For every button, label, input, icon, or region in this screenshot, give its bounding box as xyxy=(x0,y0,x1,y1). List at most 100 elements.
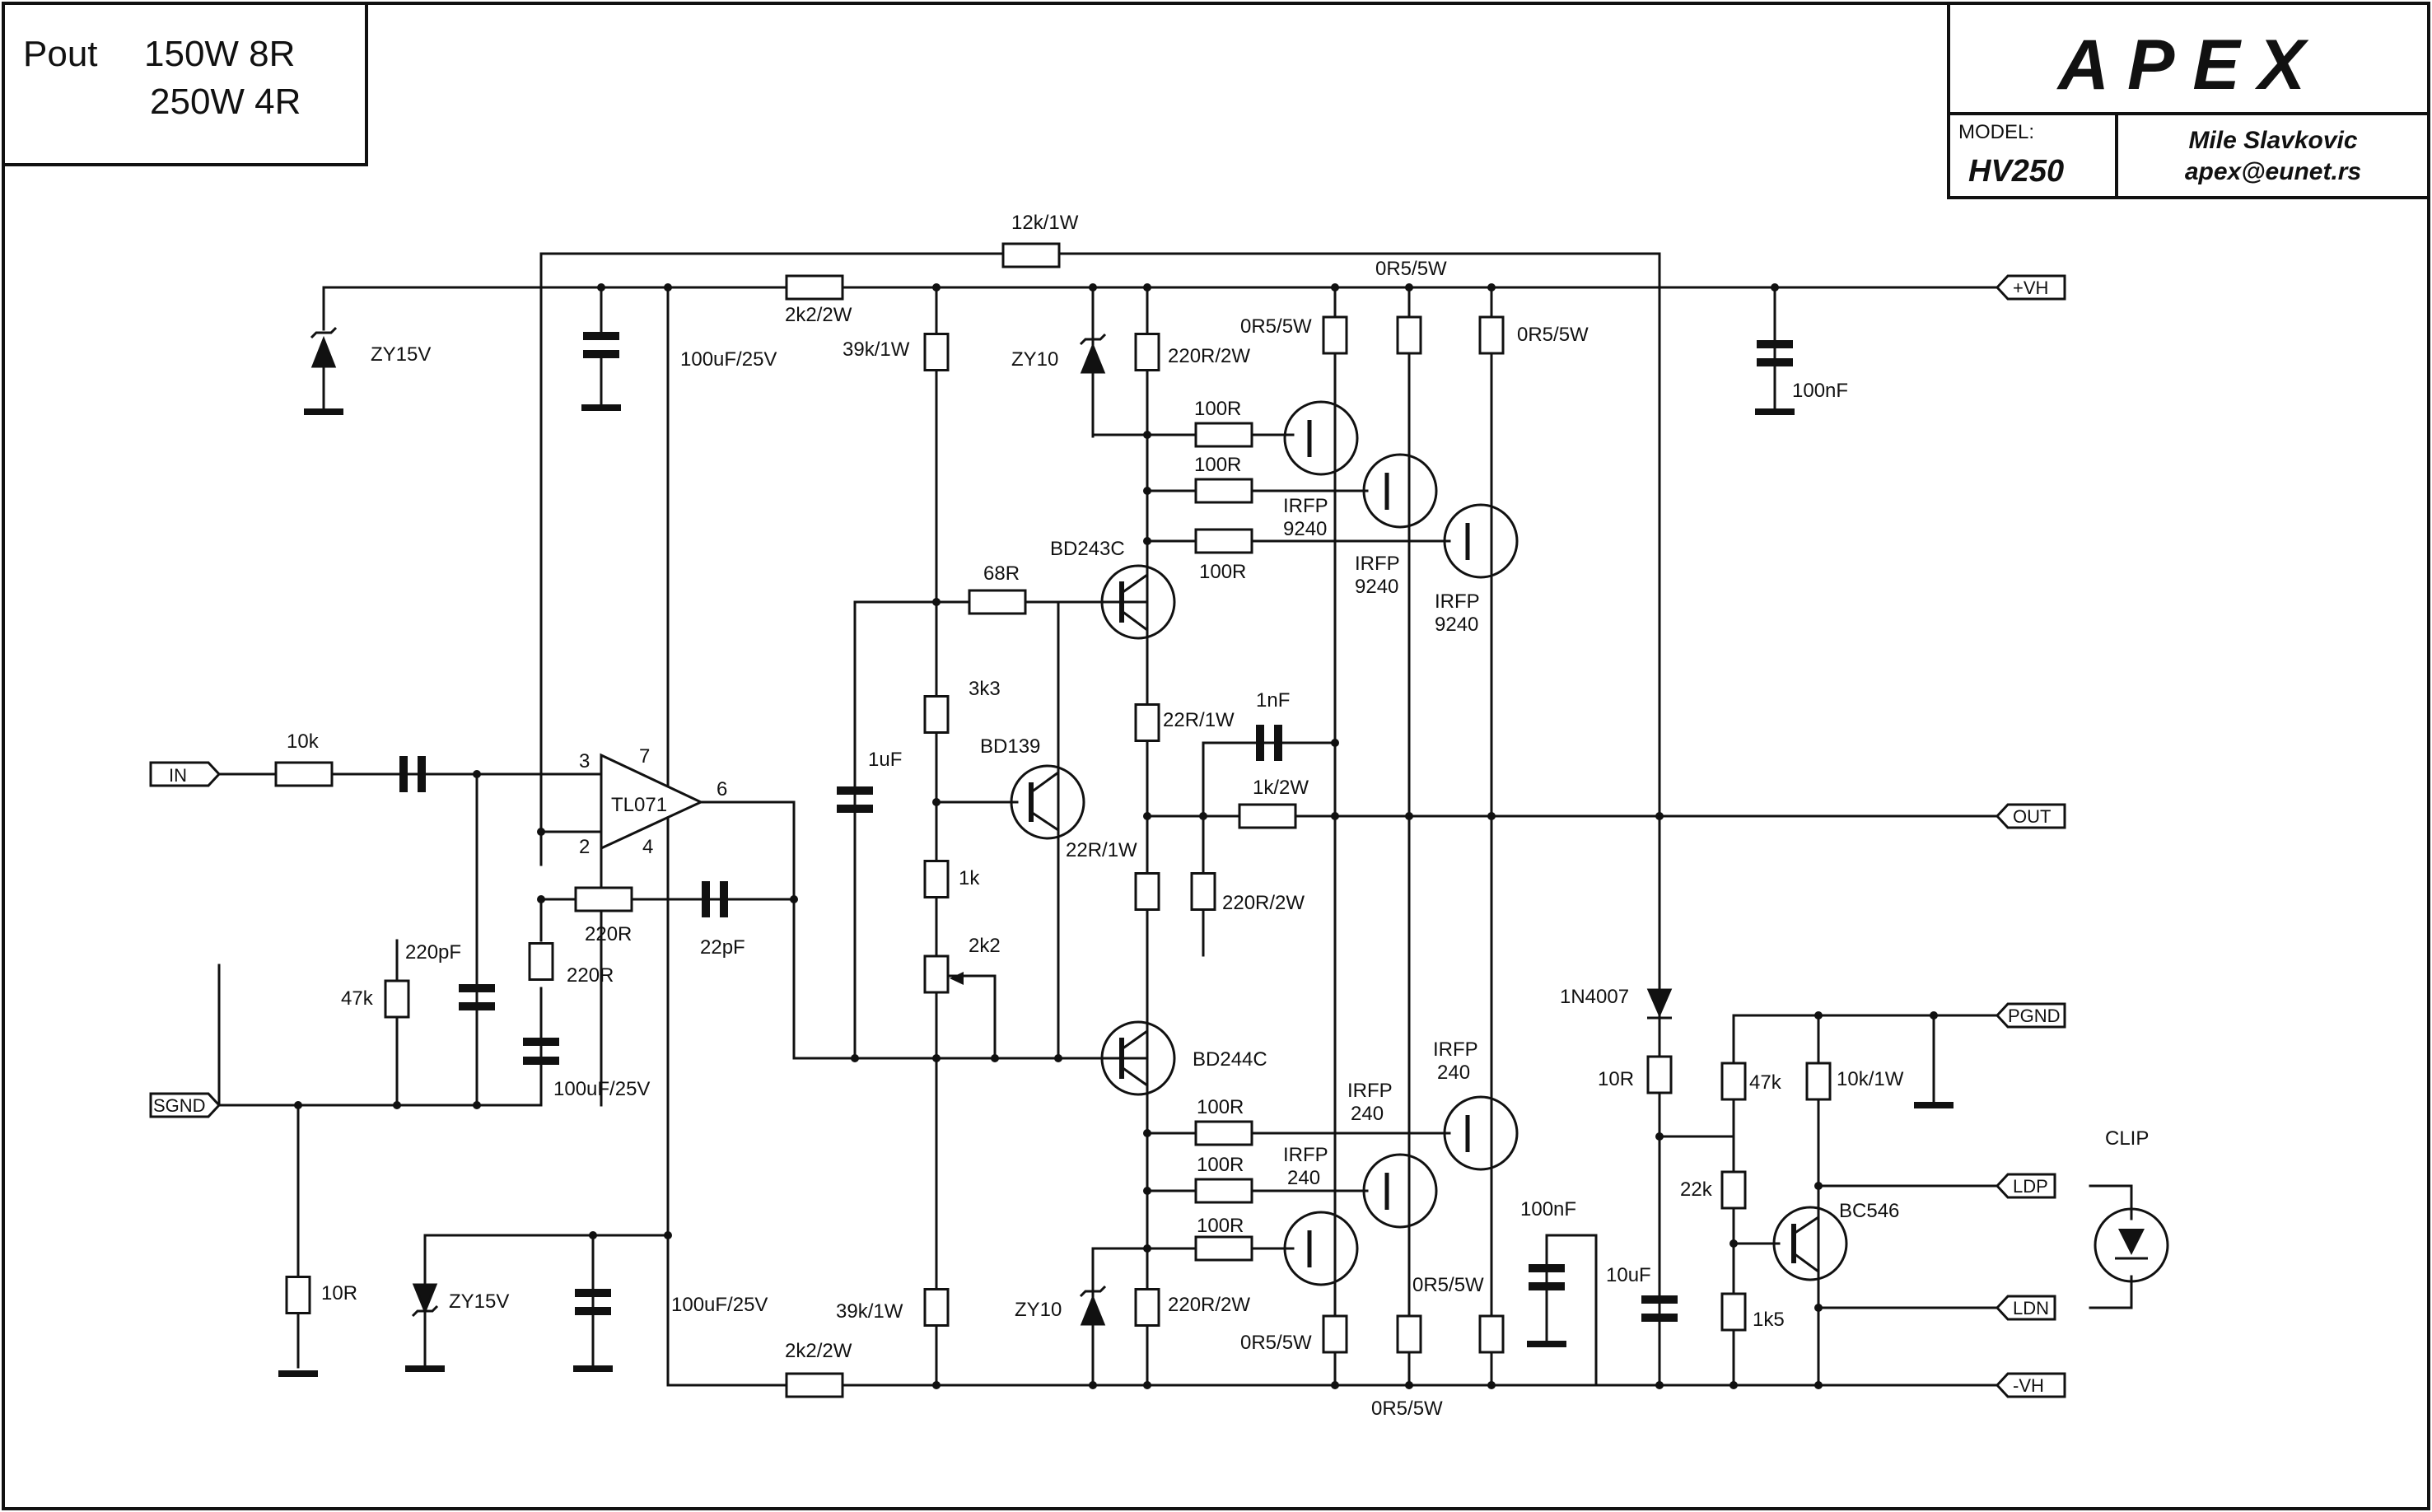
label-100r-p1: 100R xyxy=(1194,398,1241,420)
label-220r-bottom: 220R/2W xyxy=(1168,1294,1250,1316)
label-68r: 68R xyxy=(983,562,1020,585)
opamp-tl071 xyxy=(600,753,704,851)
resistor-10r-gnd xyxy=(287,1277,310,1314)
resistor-1k xyxy=(925,861,948,898)
label-1k5: 1k5 xyxy=(1753,1309,1785,1331)
connector-vh-neg-label: -VH xyxy=(2013,1375,2044,1396)
label-irfp9240-3a: IRFP xyxy=(1435,590,1480,613)
label-220r-fb: 220R xyxy=(585,923,632,945)
capacitor-100uf-top xyxy=(583,332,619,358)
label-0r5-pos-top: 0R5/5W xyxy=(1375,258,1447,280)
label-irfp9240-3b: 9240 xyxy=(1435,614,1478,636)
connector-pgnd[interactable] xyxy=(1995,1002,2066,1029)
resistor-100r-p2 xyxy=(1194,478,1253,504)
connector-vh-neg[interactable] xyxy=(1995,1372,2066,1398)
zener-zy15-bottom xyxy=(411,1283,439,1318)
label-pin6: 6 xyxy=(717,778,727,800)
resistor-220r-bottom xyxy=(1136,1290,1159,1326)
label-pin4: 4 xyxy=(642,836,653,858)
label-22r-bottom: 22R/1W xyxy=(1066,839,1137,861)
label-2k2-top: 2k2/2W xyxy=(785,304,852,326)
resistor-12k xyxy=(1001,242,1061,268)
led-clip-arrow xyxy=(2118,1229,2145,1255)
label-47k-in: 47k xyxy=(341,987,374,1010)
resistor-220r-gnd xyxy=(530,944,553,980)
label-0r5-neg-r: 0R5/5W xyxy=(1412,1274,1484,1296)
label-47k-clip: 47k xyxy=(1749,1071,1782,1094)
label-10k: 10k xyxy=(287,730,320,753)
connector-sgnd-label: SGND xyxy=(153,1095,206,1116)
resistor-68r xyxy=(968,589,1027,615)
label-irfp9240-2b: 9240 xyxy=(1355,576,1398,598)
resistor-0r5-p3 xyxy=(1480,317,1503,353)
connector-out[interactable] xyxy=(1995,803,2066,829)
label-100r-p2: 100R xyxy=(1194,454,1241,476)
model-name: HV250 xyxy=(1968,154,2064,189)
capacitor-10uf xyxy=(1641,1295,1678,1322)
label-0r5-pos-l: 0R5/5W xyxy=(1240,315,1312,338)
mosfet-irfp240-2 xyxy=(1362,1153,1438,1229)
resistor-0r5-p1 xyxy=(1323,317,1347,353)
connector-in[interactable] xyxy=(149,761,222,787)
label-1k: 1k xyxy=(959,867,980,889)
mosfet-irfp240-3 xyxy=(1283,1211,1359,1286)
resistor-100r-n2 xyxy=(1194,1178,1253,1204)
label-100r-p3: 100R xyxy=(1199,561,1246,583)
resistor-220r-fb xyxy=(574,886,633,912)
label-100r-n1: 100R xyxy=(1197,1096,1244,1118)
label-1k-2w: 1k/2W xyxy=(1253,777,1309,799)
resistor-3k3 xyxy=(925,697,948,733)
label-10uf: 10uF xyxy=(1606,1264,1651,1286)
label-12k: 12k/1W xyxy=(1011,212,1079,234)
label-zy15-bottom: ZY15V xyxy=(449,1290,509,1313)
apex-logo: APEX xyxy=(2056,26,2323,105)
label-22r-top: 22R/1W xyxy=(1163,709,1235,731)
zener-zy10-bottom xyxy=(1079,1285,1107,1326)
resistor-100r-p1 xyxy=(1194,422,1253,448)
label-10k-1w: 10k/1W xyxy=(1837,1068,1904,1090)
label-zy15-top: ZY15V xyxy=(371,343,431,366)
resistor-220r-top xyxy=(1136,334,1159,371)
led-clip xyxy=(2094,1207,2169,1283)
label-pin2: 2 xyxy=(579,836,590,858)
label-irfp240-1a: IRFP xyxy=(1433,1038,1478,1061)
author-name: Mile Slavkovic xyxy=(2188,127,2357,154)
resistor-47k-in xyxy=(385,981,408,1017)
zener-zy10-top xyxy=(1079,333,1107,374)
label-zy10-top: ZY10 xyxy=(1011,348,1058,371)
capacitor-1nf xyxy=(1256,725,1282,761)
transistor-bd139 xyxy=(1010,764,1085,840)
label-0r5-neg-bottom: 0R5/5W xyxy=(1371,1398,1443,1420)
label-100uf-top: 100uF/25V xyxy=(680,348,777,371)
label-1uf: 1uF xyxy=(868,749,902,771)
transistor-bd243c xyxy=(1100,564,1176,640)
capacitor-22pf xyxy=(702,881,728,917)
resistor-47k-clip xyxy=(1722,1063,1745,1099)
label-irfp9240-1a: IRFP xyxy=(1283,495,1328,517)
label-0r5-neg-l: 0R5/5W xyxy=(1240,1332,1312,1354)
connector-out-label: OUT xyxy=(2013,806,2051,827)
capacitor-100nf-bottom xyxy=(1529,1264,1565,1290)
mosfet-irfp9240-3 xyxy=(1443,503,1519,579)
label-pin3: 3 xyxy=(579,750,590,772)
potentiometer-wiper-arrow xyxy=(950,972,964,985)
author-email: apex@eunet.rs xyxy=(2185,158,2361,185)
resistor-220r-2w-out xyxy=(1192,874,1215,910)
connector-vh-pos[interactable] xyxy=(1995,274,2066,301)
label-100nf-bottom: 100nF xyxy=(1520,1198,1576,1220)
resistor-0r5-n1 xyxy=(1323,1316,1347,1352)
capacitor-100uf-fb xyxy=(523,1038,559,1065)
capacitor-220pf xyxy=(459,984,495,1010)
resistor-22r-top xyxy=(1136,705,1159,741)
label-220r-gnd: 220R xyxy=(567,964,614,987)
mosfet-irfp9240-1 xyxy=(1283,400,1359,476)
resistor-100r-n3 xyxy=(1194,1235,1253,1262)
resistor-1k-2w xyxy=(1238,803,1297,829)
mosfet-irfp9240-2 xyxy=(1362,453,1438,529)
label-39k-top: 39k/1W xyxy=(843,338,910,361)
label-bd139: BD139 xyxy=(980,735,1040,758)
connector-sgnd[interactable] xyxy=(149,1092,222,1118)
connector-ldn[interactable] xyxy=(1995,1295,2056,1321)
connector-ldp[interactable] xyxy=(1995,1173,2056,1199)
